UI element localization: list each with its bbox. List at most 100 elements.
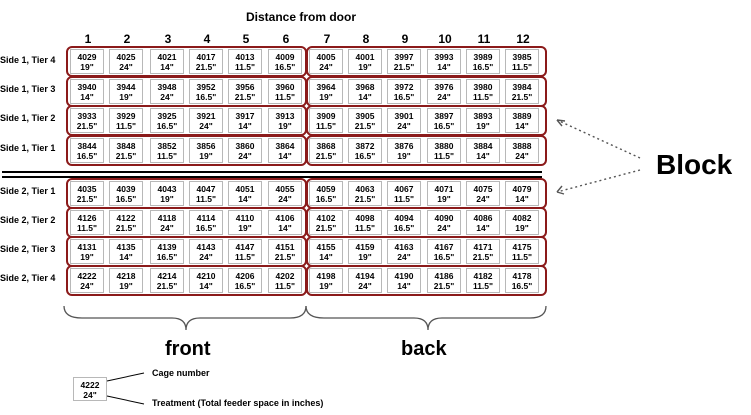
treatment-value: 11.5" — [472, 281, 494, 291]
treatment-value: 24" — [80, 281, 94, 291]
treatment-value: 24" — [515, 151, 529, 161]
treatment-value: 21.5" — [115, 223, 137, 233]
row-label: Side 2, Tier 2 — [0, 215, 56, 225]
front-brace — [63, 305, 307, 331]
cage-number: 4047 — [196, 184, 216, 194]
legend-line-cage — [106, 372, 145, 382]
block-label: Block — [656, 149, 733, 180]
cage-number: 3901 — [394, 111, 414, 121]
treatment-value: 14" — [80, 92, 94, 102]
treatment-value: 11.5" — [274, 92, 296, 102]
cage-number: 4182 — [473, 271, 493, 281]
cage-number: 3933 — [77, 111, 97, 121]
treatment-value: 11.5" — [195, 194, 217, 204]
treatment-value: 21.5" — [315, 223, 337, 233]
cage-number: 3913 — [275, 111, 295, 121]
cage-number: 4218 — [116, 271, 136, 281]
treatment-value: 21.5" — [315, 151, 337, 161]
treatment-value: 19" — [476, 121, 490, 131]
column-number: 3 — [164, 32, 172, 46]
cage-number: 4175 — [512, 242, 532, 252]
treatment-value: 24" — [397, 252, 411, 262]
cage-number: 4159 — [355, 242, 375, 252]
treatment-value: 19" — [238, 223, 252, 233]
treatment-value: 14" — [397, 281, 411, 291]
treatment-value: 19" — [80, 62, 94, 72]
cage-number: 4118 — [157, 213, 177, 223]
treatment-value: 19" — [199, 151, 213, 161]
cage-number: 4035 — [77, 184, 97, 194]
cage-number: 3968 — [355, 82, 375, 92]
cage-number: 3893 — [473, 111, 493, 121]
column-number: 12 — [516, 32, 530, 46]
treatment-value: 21.5" — [234, 92, 256, 102]
row-label: Side 2, Tier 3 — [0, 244, 56, 254]
cage-number: 4001 — [355, 52, 375, 62]
treatment-value: 16.5" — [472, 62, 494, 72]
cage-number: 3909 — [316, 111, 336, 121]
treatment-value: 11.5" — [234, 62, 256, 72]
cage-number: 4126 — [77, 213, 97, 223]
treatment-value: 14" — [476, 151, 490, 161]
cage-number: 4151 — [275, 242, 295, 252]
cage-number: 4202 — [275, 271, 295, 281]
treatment-value: 19" — [397, 151, 411, 161]
cage-number: 3989 — [473, 52, 493, 62]
treatment-value: 14" — [278, 151, 292, 161]
block-arrow-bottom-head — [556, 185, 565, 195]
treatment-value: 21.5" — [76, 194, 98, 204]
treatment-value: 14" — [515, 194, 529, 204]
block-back — [306, 135, 547, 166]
treatment-value: 21.5" — [76, 121, 98, 131]
block-arrow-top — [556, 119, 641, 159]
cage-number: 3929 — [116, 111, 136, 121]
treatment-value: 19" — [319, 92, 333, 102]
treatment-value: 11.5" — [393, 194, 415, 204]
cage-number: 4222 — [77, 271, 97, 281]
treatment-value: 11.5" — [234, 252, 256, 262]
treatment-value: 19" — [358, 62, 372, 72]
back-brace — [305, 305, 547, 331]
cage-number: 3997 — [394, 52, 414, 62]
cage-number: 4155 — [316, 242, 336, 252]
block-back — [306, 265, 547, 296]
treatment-value: 11.5" — [274, 281, 296, 291]
back-label: back — [401, 338, 447, 360]
cage-number: 4055 — [275, 184, 295, 194]
cage-number: 4102 — [316, 213, 336, 223]
treatment-value: 16.5" — [315, 194, 337, 204]
treatment-value: 16.5" — [195, 223, 217, 233]
treatment-value: 24" — [278, 194, 292, 204]
cage-number: 3985 — [512, 52, 532, 62]
